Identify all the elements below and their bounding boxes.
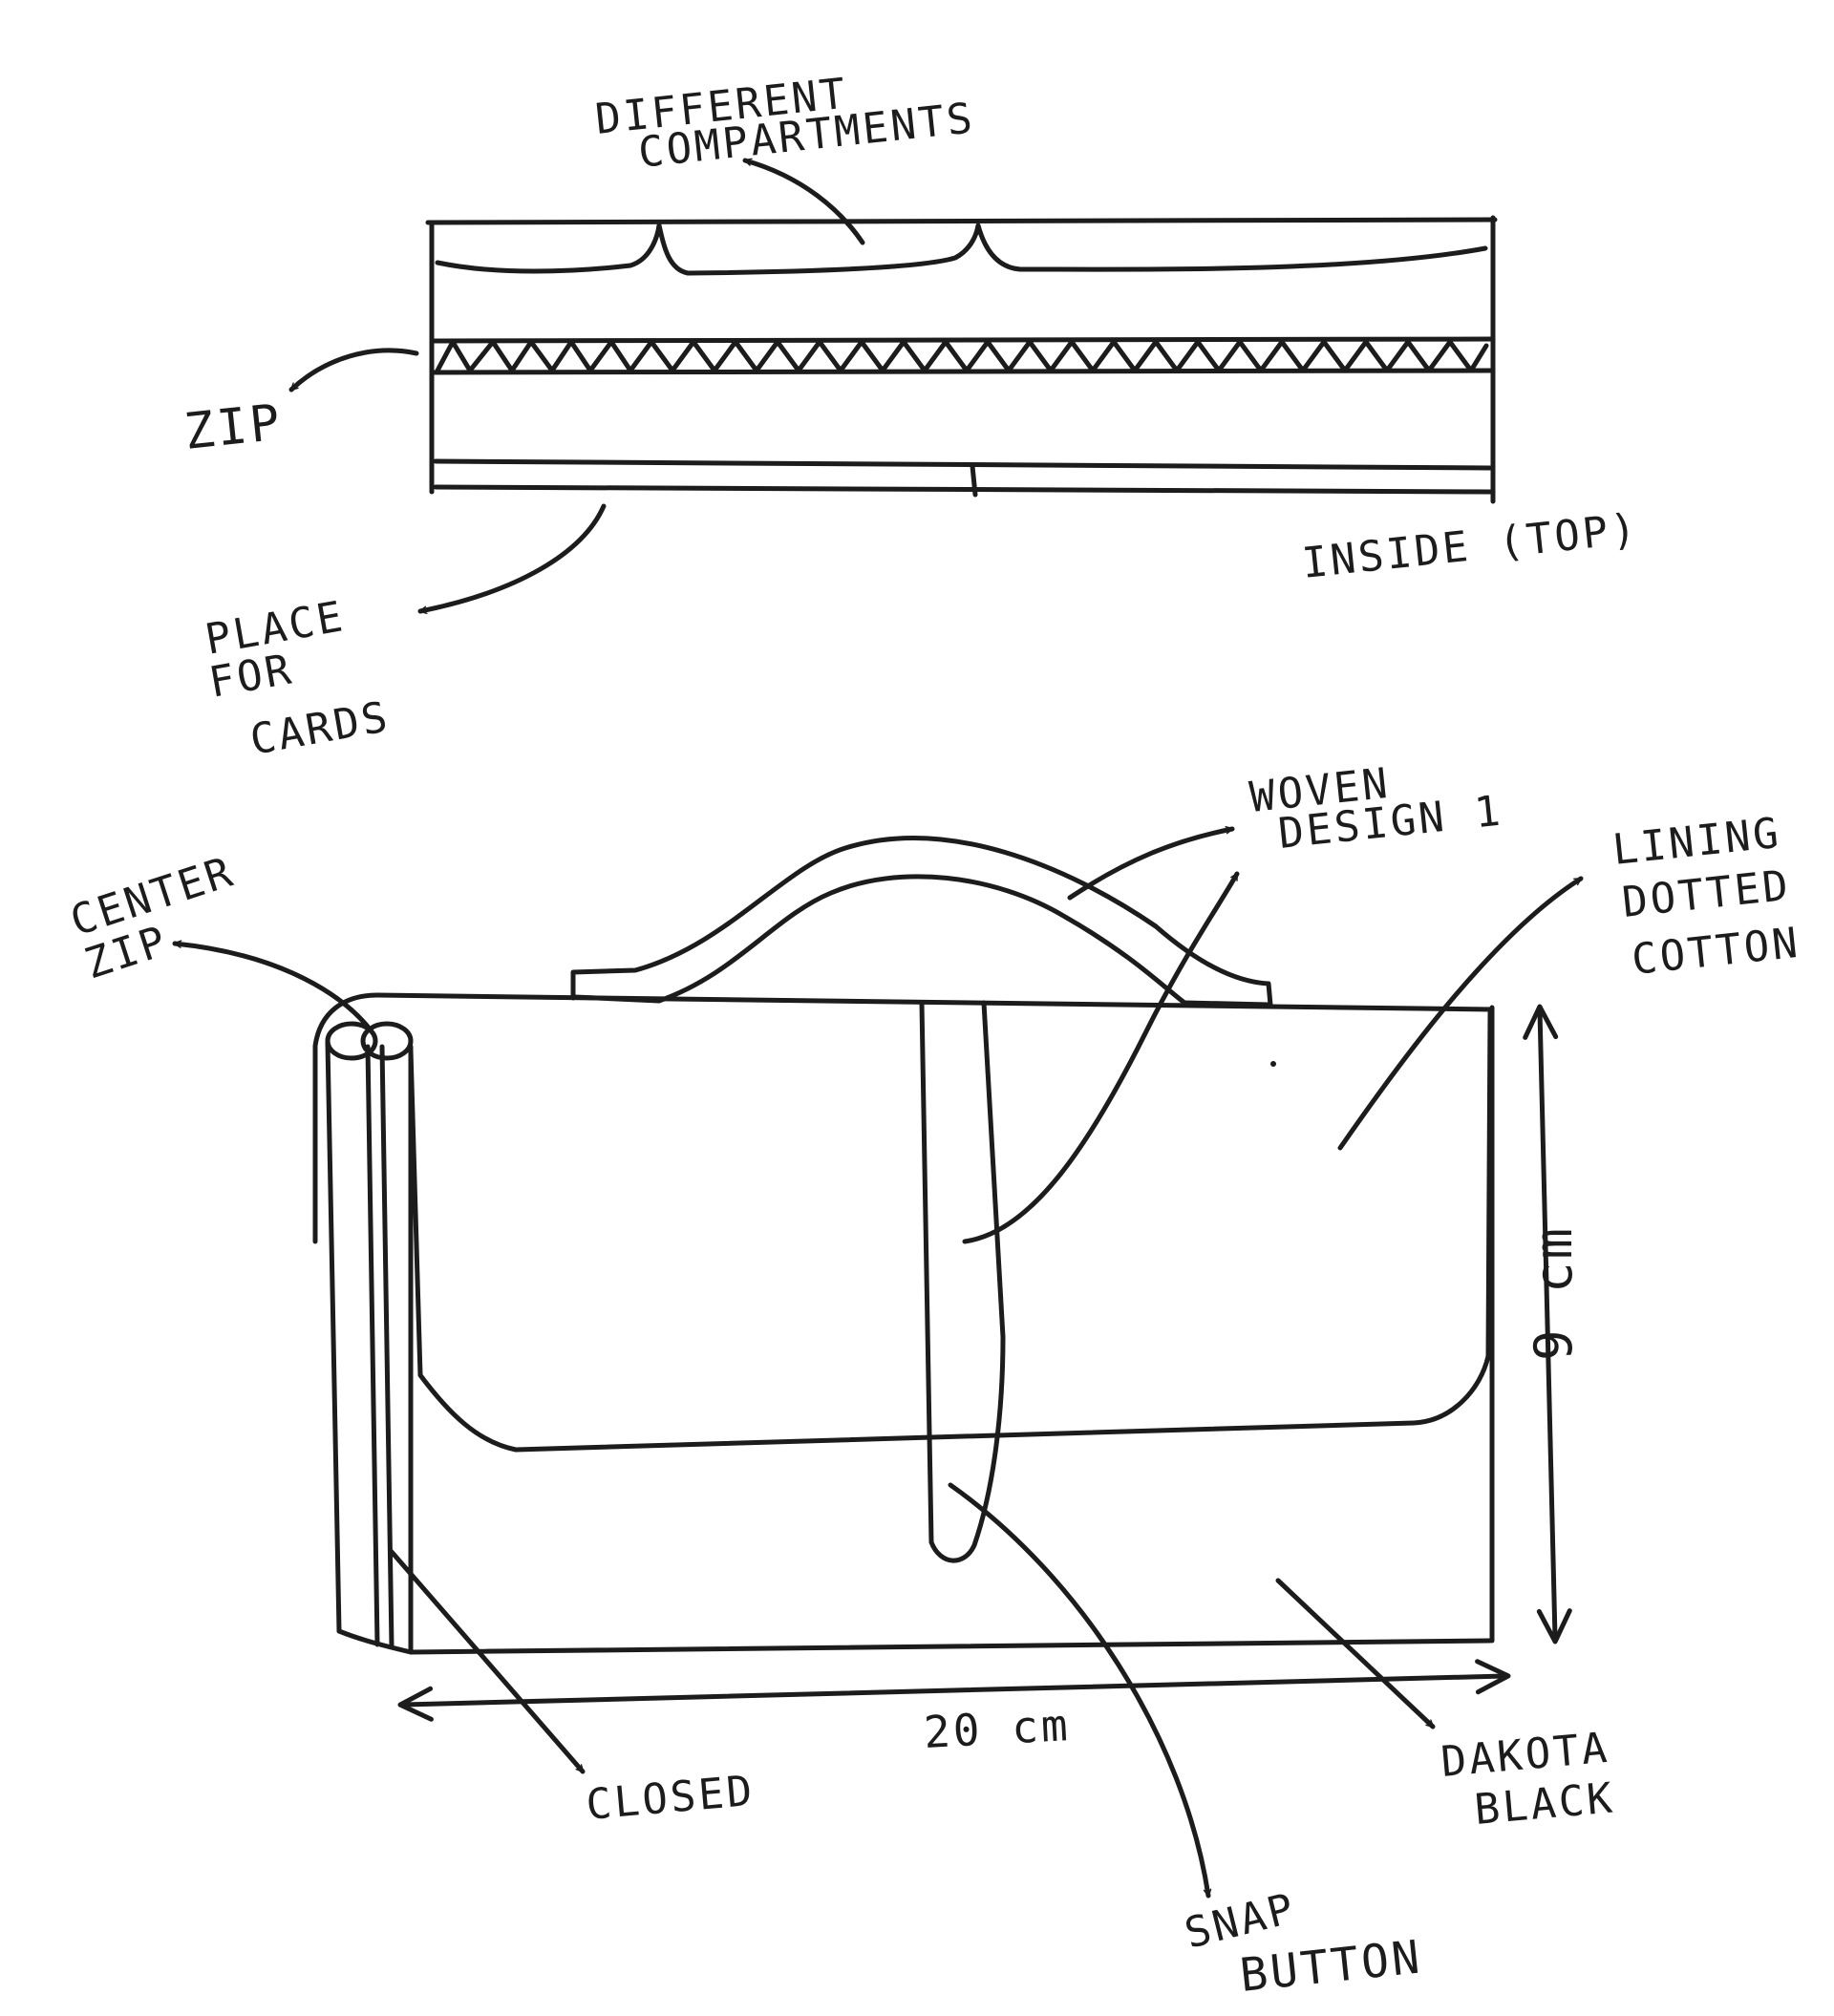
label-inside-top: INSIDE (TOP) <box>1300 504 1641 588</box>
cards-arrow <box>417 503 607 614</box>
label-snap-2: BUTTON <box>1237 1930 1424 2003</box>
dakota-arrow <box>1275 1578 1436 1730</box>
closed-arrow <box>389 1549 586 1774</box>
flap <box>408 1009 1493 1453</box>
height-dimension <box>1523 1004 1572 1645</box>
center-zip-arrow <box>172 940 371 1029</box>
closure-tab <box>919 1000 1006 1563</box>
woven-arrow <box>1067 826 1235 901</box>
inside-view <box>425 215 1498 504</box>
zip-arrow <box>288 348 419 393</box>
label-dakota-2: BLACK <box>1473 1773 1617 1835</box>
zip-teeth <box>435 339 1489 373</box>
woven-handle <box>570 836 1273 1008</box>
label-height: 9 cm <box>1524 1225 1584 1361</box>
compartments-arrow <box>742 158 865 245</box>
label-closed: CLOSED <box>585 1767 757 1830</box>
label-lining-3: COTTON <box>1630 919 1802 985</box>
width-dimension <box>397 1659 1511 1722</box>
label-cards-3: CARDS <box>246 692 394 765</box>
lining-arrow <box>1337 876 1584 1151</box>
label-zip: ZIP <box>181 393 286 460</box>
woven-arrow-2 <box>962 871 1240 1244</box>
label-width: 20 cm <box>923 1699 1072 1758</box>
clutch-front-view <box>312 836 1495 1655</box>
